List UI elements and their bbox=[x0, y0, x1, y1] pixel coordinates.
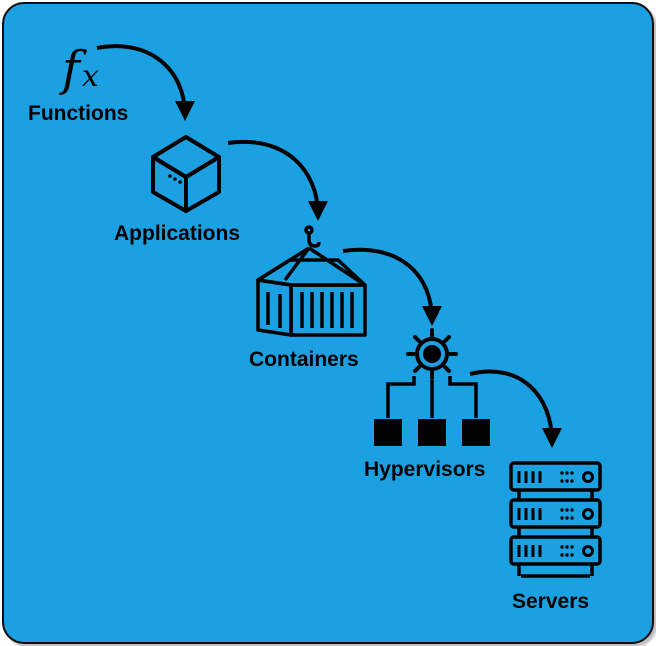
arrow-applications-to-containers bbox=[227, 139, 328, 221]
level-label-applications: Applications bbox=[114, 222, 240, 245]
level-label-functions: Functions bbox=[28, 102, 128, 125]
shipping-container-icon bbox=[256, 225, 367, 337]
level-label-containers: Containers bbox=[249, 348, 359, 371]
svg-text:x: x bbox=[82, 59, 99, 94]
arrow-containers-to-hypervisors bbox=[342, 247, 442, 326]
function-fx-icon: f x bbox=[59, 41, 99, 97]
arrow-hypervisors-to-servers bbox=[469, 369, 562, 448]
hypervisor-gear-icon bbox=[374, 328, 490, 446]
application-box-icon bbox=[151, 135, 221, 213]
arrow-functions-to-applications bbox=[96, 44, 195, 121]
level-label-hypervisors: Hypervisors bbox=[364, 458, 485, 481]
level-label-servers: Servers bbox=[512, 590, 589, 613]
server-rack-icon bbox=[509, 461, 602, 578]
